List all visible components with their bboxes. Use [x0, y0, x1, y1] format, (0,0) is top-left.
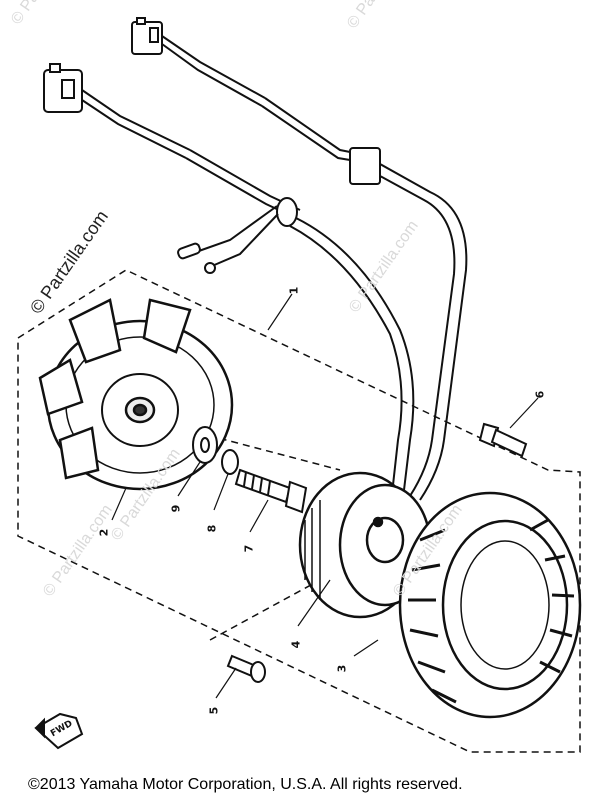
callout-8: 8 [205, 524, 219, 533]
callout-4: 4 [289, 640, 303, 649]
spring-washer [221, 449, 239, 475]
wiring-harness [43, 17, 468, 501]
callout-9: 9 [169, 504, 183, 513]
assembly-1-outline [17, 269, 581, 753]
callout-3: 3 [335, 664, 349, 673]
washer [192, 426, 218, 464]
stator-bolt [478, 422, 528, 458]
stator-coil [398, 491, 582, 719]
copyright-notice: ©2013 Yamaha Motor Corporation, U.S.A. A… [28, 776, 463, 793]
rotor-bolt [234, 468, 308, 514]
callout-1: 1 [287, 286, 301, 295]
flywheel-rotor [38, 298, 234, 491]
leader-lines [111, 293, 539, 699]
fwd-arrow-icon [34, 712, 84, 750]
callout-6: 6 [533, 390, 547, 399]
callout-5: 5 [207, 706, 221, 715]
callout-7: 7 [242, 544, 256, 553]
callout-2: 2 [97, 528, 111, 537]
stator-screw [226, 654, 266, 683]
